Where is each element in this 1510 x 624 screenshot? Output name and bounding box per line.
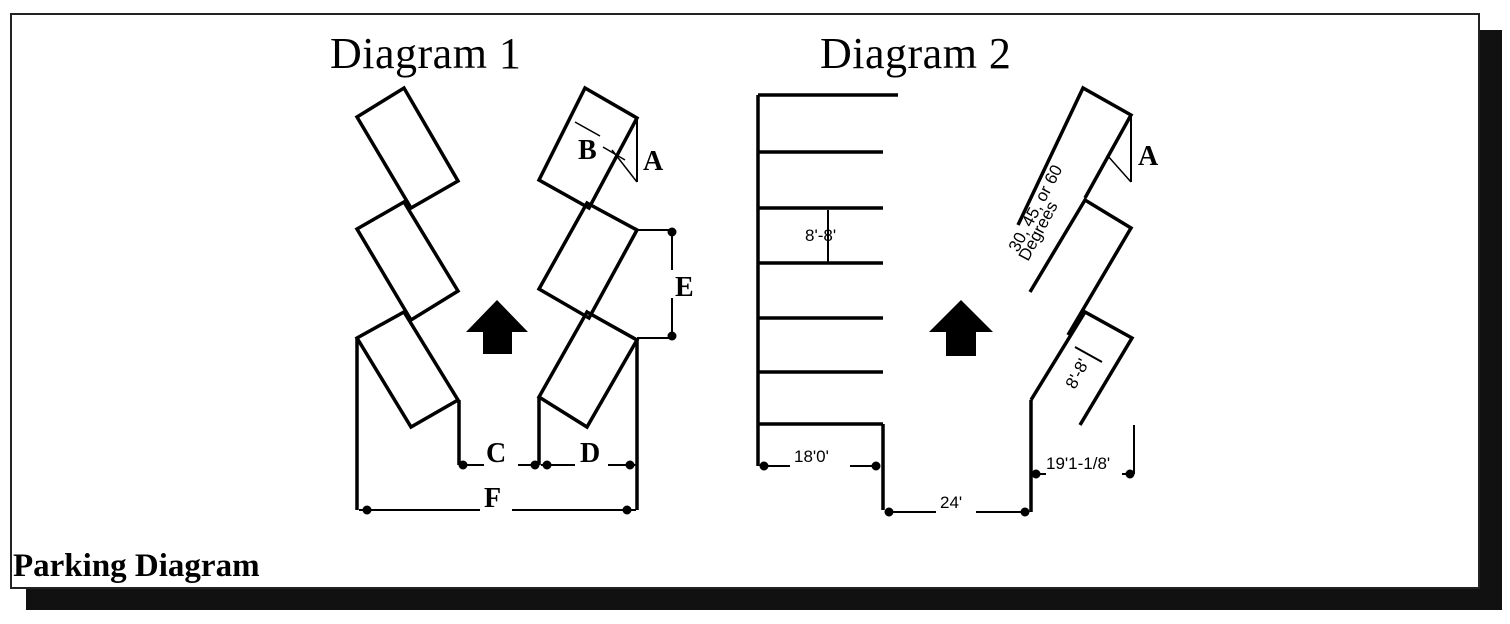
d1-left-stall-1 — [354, 85, 461, 211]
d1-label-c: C — [486, 438, 506, 469]
d1-label-a: A — [643, 146, 664, 177]
d1-right-stall-1 — [536, 85, 640, 211]
d1-right-stall-3 — [536, 309, 640, 430]
d1-label-b: B — [578, 135, 597, 166]
figure-caption: Parking Diagram — [13, 548, 260, 584]
d2-depth-right: 19'1-1/8' — [1046, 454, 1110, 473]
d2-stall-width-top: 8'-8' — [805, 226, 836, 245]
d1-label-f: F — [484, 483, 501, 514]
d2-angled-stall-line-3 — [1029, 309, 1135, 426]
diagram-1-title: Diagram 1 — [330, 29, 522, 78]
diagram-2-title: Diagram 2 — [820, 29, 1012, 78]
d1-label-e: E — [675, 272, 694, 303]
d2-angled-stall-line-2 — [1028, 197, 1134, 336]
d2-aisle-width: 24' — [940, 493, 962, 512]
d2-depth-left: 18'0' — [794, 447, 829, 466]
d2-label-a: A — [1138, 141, 1159, 172]
d1-traffic-arrow — [466, 300, 528, 354]
d1-right-stall-2 — [536, 200, 640, 321]
d1-left-stall-2 — [354, 199, 461, 323]
diagram-1-dimensions — [359, 118, 677, 515]
diagram-2-dimensions — [759, 115, 1135, 517]
d1-label-d: D — [580, 438, 600, 469]
d2-traffic-arrow — [929, 300, 993, 356]
figure-frame — [10, 13, 1480, 589]
d1-left-stall-3 — [354, 309, 461, 430]
d2-stall-width-angled: 8'-8' — [1062, 356, 1093, 392]
diagram-1 — [354, 85, 640, 510]
